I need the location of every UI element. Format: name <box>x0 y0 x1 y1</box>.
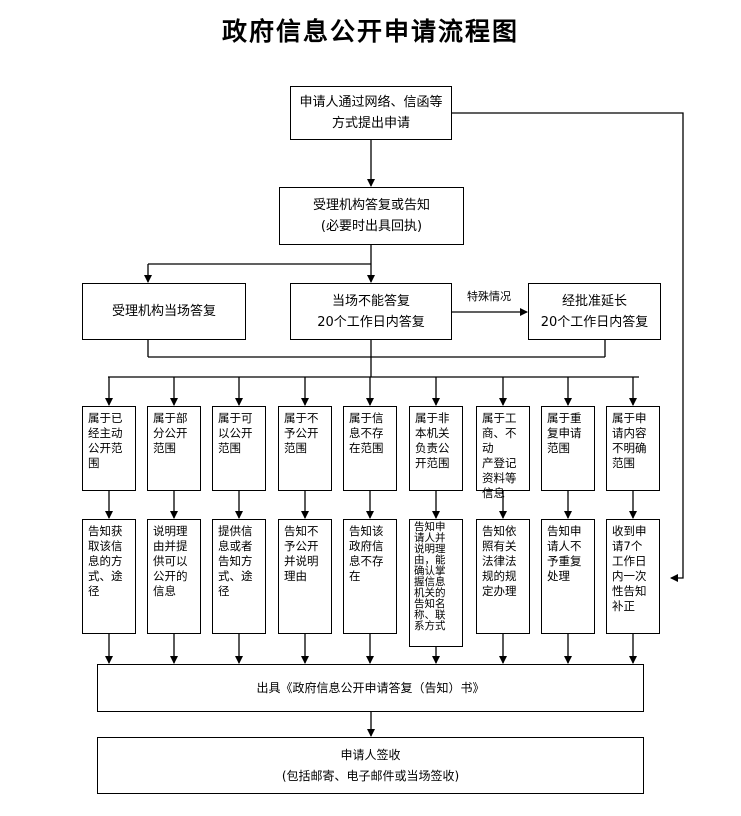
category-box: 属于部 分公开 范围 <box>147 406 201 491</box>
category-box: 属于信 息不存 在范围 <box>343 406 397 491</box>
arrow-start-to-last-action <box>452 112 684 582</box>
action-box: 收到申 请7个 工作日 内一次 性告知 补正 <box>606 519 660 634</box>
category-box: 属于可 以公开 范围 <box>212 406 266 491</box>
start-box: 申请人通过网络、信函等 方式提出申请 <box>290 86 452 140</box>
issue-box: 出具《政府信息公开申请答复（告知）书》 <box>97 664 644 712</box>
action-box: 告知获 取该信 息的方 式、途径 <box>82 519 136 634</box>
category-box: 属于非 本机关 负责公 开范围 <box>409 406 463 491</box>
action-box: 告知依 照有关 法律法 规的规 定办理 <box>476 519 530 634</box>
action-box: 告知申 请人并 说明理 由，能 确认掌 握信息 机关的 告知名 称、联 系方式 <box>409 519 463 647</box>
branch-mid-box: 当场不能答复 20个工作日内答复 <box>290 283 452 340</box>
branch-left-box: 受理机构当场答复 <box>82 283 246 340</box>
special-case-label: 特殊情况 <box>467 290 511 303</box>
action-box: 告知申 请人不 予重复 处理 <box>541 519 595 634</box>
category-box: 属于不 予公开 范围 <box>278 406 332 491</box>
category-box: 属于申 请内容 不明确 范围 <box>606 406 660 491</box>
action-box: 告知不 予公开 并说明 理由 <box>278 519 332 634</box>
action-box: 提供信 息或者 告知方 式、途径 <box>212 519 266 634</box>
action-box: 告知该 政府信 息不存 在 <box>343 519 397 634</box>
category-box: 属于工 商、不动 产登记 资料等 信息 <box>476 406 530 500</box>
receive-box: 受理机构答复或告知 (必要时出具回执) <box>279 187 464 245</box>
branch-right-box: 经批准延长 20个工作日内答复 <box>528 283 661 340</box>
action-box: 说明理 由并提 供可以 公开的 信息 <box>147 519 201 634</box>
sign-box: 申请人签收 (包括邮寄、电子邮件或当场签收) <box>97 737 644 794</box>
category-box: 属于已 经主动 公开范 围 <box>82 406 136 491</box>
category-box: 属于重 复申请 范围 <box>541 406 595 491</box>
page-title: 政府信息公开申请流程图 <box>221 17 519 46</box>
